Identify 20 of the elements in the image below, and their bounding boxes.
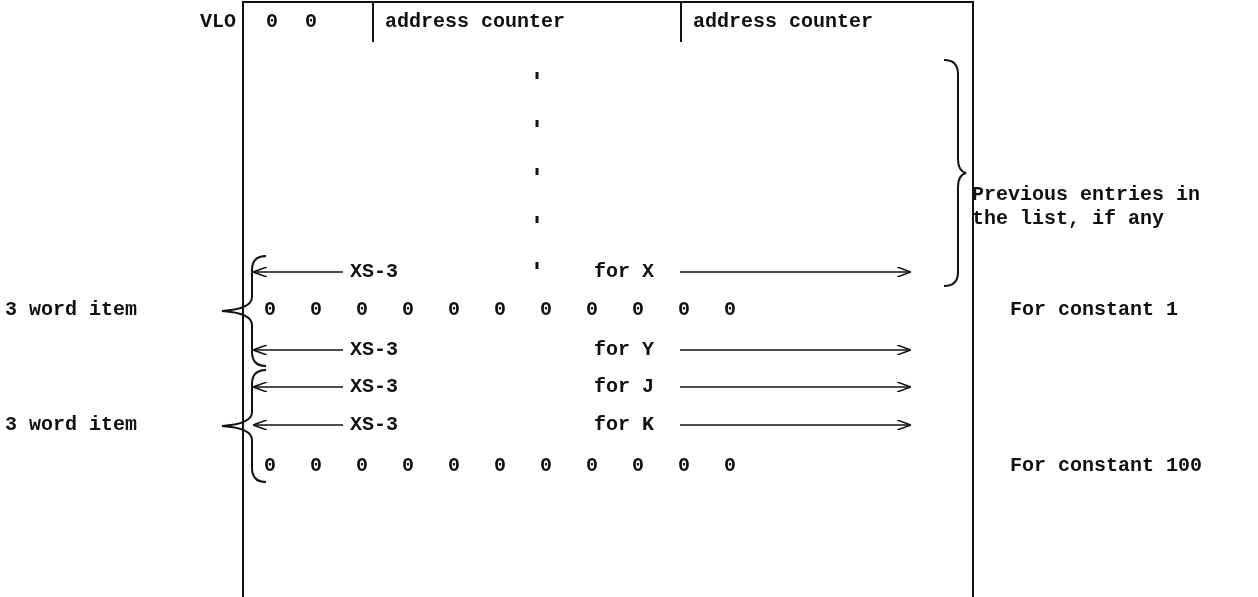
- zero-word: 0 0 0 0 0 0 0 0 0 0 0: [264, 454, 737, 478]
- field-label: address counter: [693, 10, 874, 34]
- bit-value: 0: [266, 10, 278, 34]
- field-label: address counter: [385, 10, 566, 34]
- word-label: XS-3: [350, 260, 398, 284]
- word-label: for J: [594, 375, 654, 399]
- word-label: XS-3: [350, 375, 398, 399]
- group-label: 3 word item: [5, 298, 138, 322]
- zero-word: 0 0 0 0 0 0 0 0 0 0 0: [264, 298, 737, 322]
- annotation-text: Previous entries in the list, if any: [972, 183, 1202, 231]
- word-label: for Y: [594, 338, 654, 362]
- group-label: 3 word item: [5, 413, 138, 437]
- bit-value: 0: [305, 10, 317, 34]
- word-label: for X: [594, 260, 654, 284]
- register-label: VLO: [200, 10, 236, 34]
- word-label: for K: [594, 413, 654, 437]
- annotation-text: For constant 100: [1010, 454, 1203, 478]
- word-label: XS-3: [350, 413, 398, 437]
- annotation-text: For constant 1: [1010, 298, 1179, 322]
- word-label: XS-3: [350, 338, 398, 362]
